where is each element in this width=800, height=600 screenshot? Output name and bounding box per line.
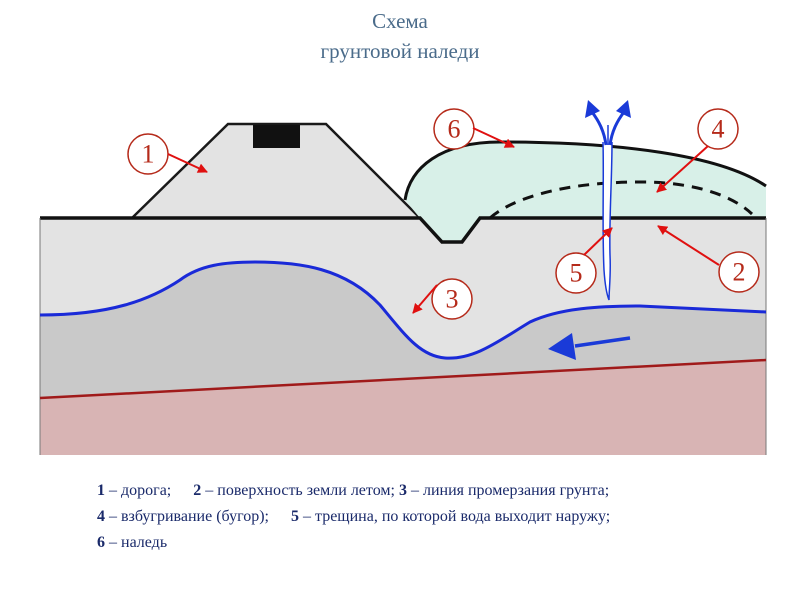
legend-num: 3 [399,482,407,499]
crack [603,142,612,300]
callout-1: 1 [128,134,168,174]
water-outflow-arrows [585,100,631,145]
callout-4-label: 4 [712,115,725,144]
legend-text: – дорога; [105,482,171,499]
legend-row-3: 6 – наледь [97,530,787,556]
callout-4: 4 [698,109,738,149]
legend-text: – поверхность земли летом; [201,482,395,499]
legend-num: 1 [97,482,105,499]
legend-text: – линия промерзания грунта; [407,482,609,499]
callout-3: 3 [432,279,472,319]
legend-num: 5 [291,508,299,525]
callout-1-label: 1 [142,140,155,169]
legend-num: 6 [97,534,105,551]
legend: 1 – дорога;2 – поверхность земли летом; … [97,478,787,556]
callout-5-label: 5 [570,259,583,288]
callout-3-label: 3 [446,285,459,314]
legend-text: – трещина, по которой вода выходит наруж… [299,508,610,525]
legend-num: 4 [97,508,105,525]
legend-row-2: 4 – взбугривание (бугор); 5 – трещина, по… [97,504,787,530]
legend-row-1: 1 – дорога;2 – поверхность земли летом; … [97,478,787,504]
callout-6: 6 [434,109,474,149]
callout-5: 5 [556,253,596,293]
callout-2: 2 [719,252,759,292]
road-pavement [253,125,300,148]
legend-text: – наледь [105,534,167,551]
callout-2-label: 2 [733,258,746,287]
legend-text: – взбугривание (бугор); [105,508,269,525]
callout-6-label: 6 [448,115,461,144]
